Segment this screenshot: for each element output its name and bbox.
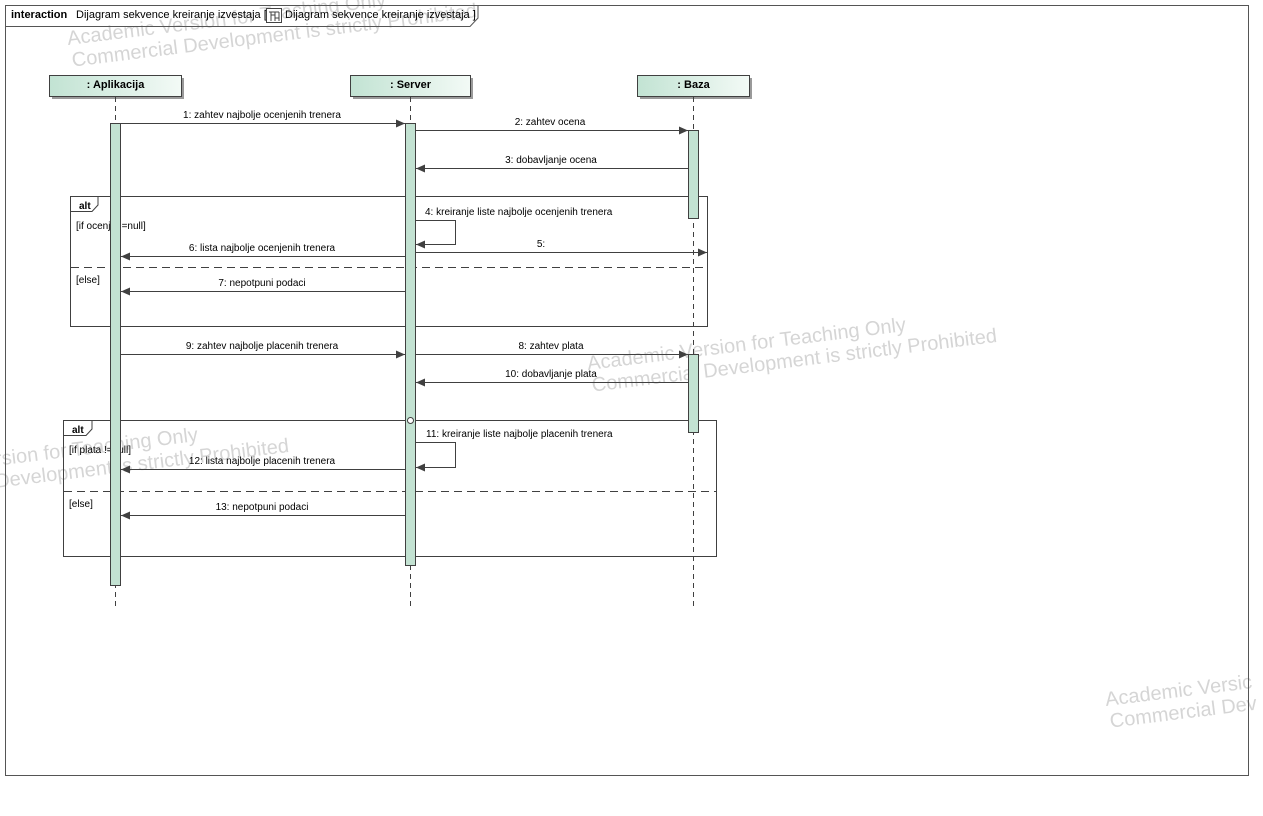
message-8-label: 8: zahtev plata (518, 341, 583, 352)
activation-baza-2 (688, 354, 699, 433)
frame-keyword: interaction (11, 9, 68, 21)
message-7[interactable]: 7: nepotpuni podaci (121, 278, 405, 296)
frame-title-ref: Dijagram sekvence kreiranje izvestaja ] (285, 9, 476, 21)
message-10[interactable]: 10: dobavljanje plata (416, 369, 688, 387)
alt-fragment-1-operator: alt (79, 201, 91, 212)
message-2-label: 2: zahtev ocena (515, 117, 586, 128)
activation-server (405, 123, 416, 566)
message-4[interactable]: 4: kreiranje liste najbolje ocenjenih tr… (416, 207, 613, 249)
message-11-label: 11: kreiranje liste najbolje placenih tr… (426, 429, 613, 440)
message-13[interactable]: 13: nepotpuni podaci (121, 502, 405, 520)
alt-fragment-2-guard-if: [if plata !=null] (69, 445, 131, 456)
lifeline-aplikacija-label: : Aplikacija (87, 79, 146, 91)
message-8[interactable]: 8: zahtev plata (416, 341, 688, 359)
message-6[interactable]: 6: lista najbolje ocenjenih trenera (121, 243, 405, 261)
lifeline-baza[interactable]: : Baza (637, 75, 753, 100)
frame-tab (5, 5, 479, 27)
lifeline-aplikacija[interactable]: : Aplikacija (49, 75, 185, 100)
diagram-ref-icon (266, 8, 282, 23)
message-4-label: 4: kreiranje liste najbolje ocenjenih tr… (425, 207, 613, 218)
message-12-label: 12: lista najbolje placenih trenera (189, 456, 336, 467)
message-7-label: 7: nepotpuni podaci (218, 278, 305, 289)
message-3[interactable]: 3: dobavljanje ocena (416, 155, 688, 173)
lifeline-server-label: : Server (390, 79, 432, 91)
frame-title: Dijagram sekvence kreiranje izvestaja [ (76, 9, 267, 21)
message-13-label: 13: nepotpuni podaci (216, 502, 309, 513)
alt-fragment-2-guard-else: [else] (69, 499, 93, 510)
lifeline-baza-label: : Baza (677, 79, 710, 91)
alt-fragment-2: alt [if plata !=null] [else] (63, 420, 717, 557)
alt-fragment-2-operator: alt (72, 425, 84, 436)
message-5[interactable]: 5: (416, 239, 707, 257)
activation-baza-1 (688, 130, 699, 219)
message-9[interactable]: 9: zahtev najbolje placenih trenera (121, 341, 405, 359)
message-1[interactable]: 1: zahtev najbolje ocenjenih trenera (121, 110, 405, 128)
lifeline-server[interactable]: : Server (350, 75, 474, 100)
message-12[interactable]: 12: lista najbolje placenih trenera (121, 456, 405, 474)
activation-aplikacija (110, 123, 121, 586)
message-2[interactable]: 2: zahtev ocena (416, 117, 688, 135)
alt-fragment-1-guard-else: [else] (76, 275, 100, 286)
message-1-label: 1: zahtev najbolje ocenjenih trenera (183, 110, 341, 121)
message-5-label: 5: (537, 239, 545, 250)
watermark-4: Academic Versic Commercial Dev (1104, 671, 1258, 732)
message-3-label: 3: dobavljanje ocena (505, 155, 597, 166)
fragment-gate-point (407, 417, 414, 424)
message-11[interactable]: 11: kreiranje liste najbolje placenih tr… (416, 429, 613, 472)
message-10-label: 10: dobavljanje plata (505, 369, 597, 380)
message-9-label: 9: zahtev najbolje placenih trenera (186, 341, 339, 352)
message-6-label: 6: lista najbolje ocenjenih trenera (189, 243, 336, 254)
interaction-frame (5, 5, 1249, 776)
